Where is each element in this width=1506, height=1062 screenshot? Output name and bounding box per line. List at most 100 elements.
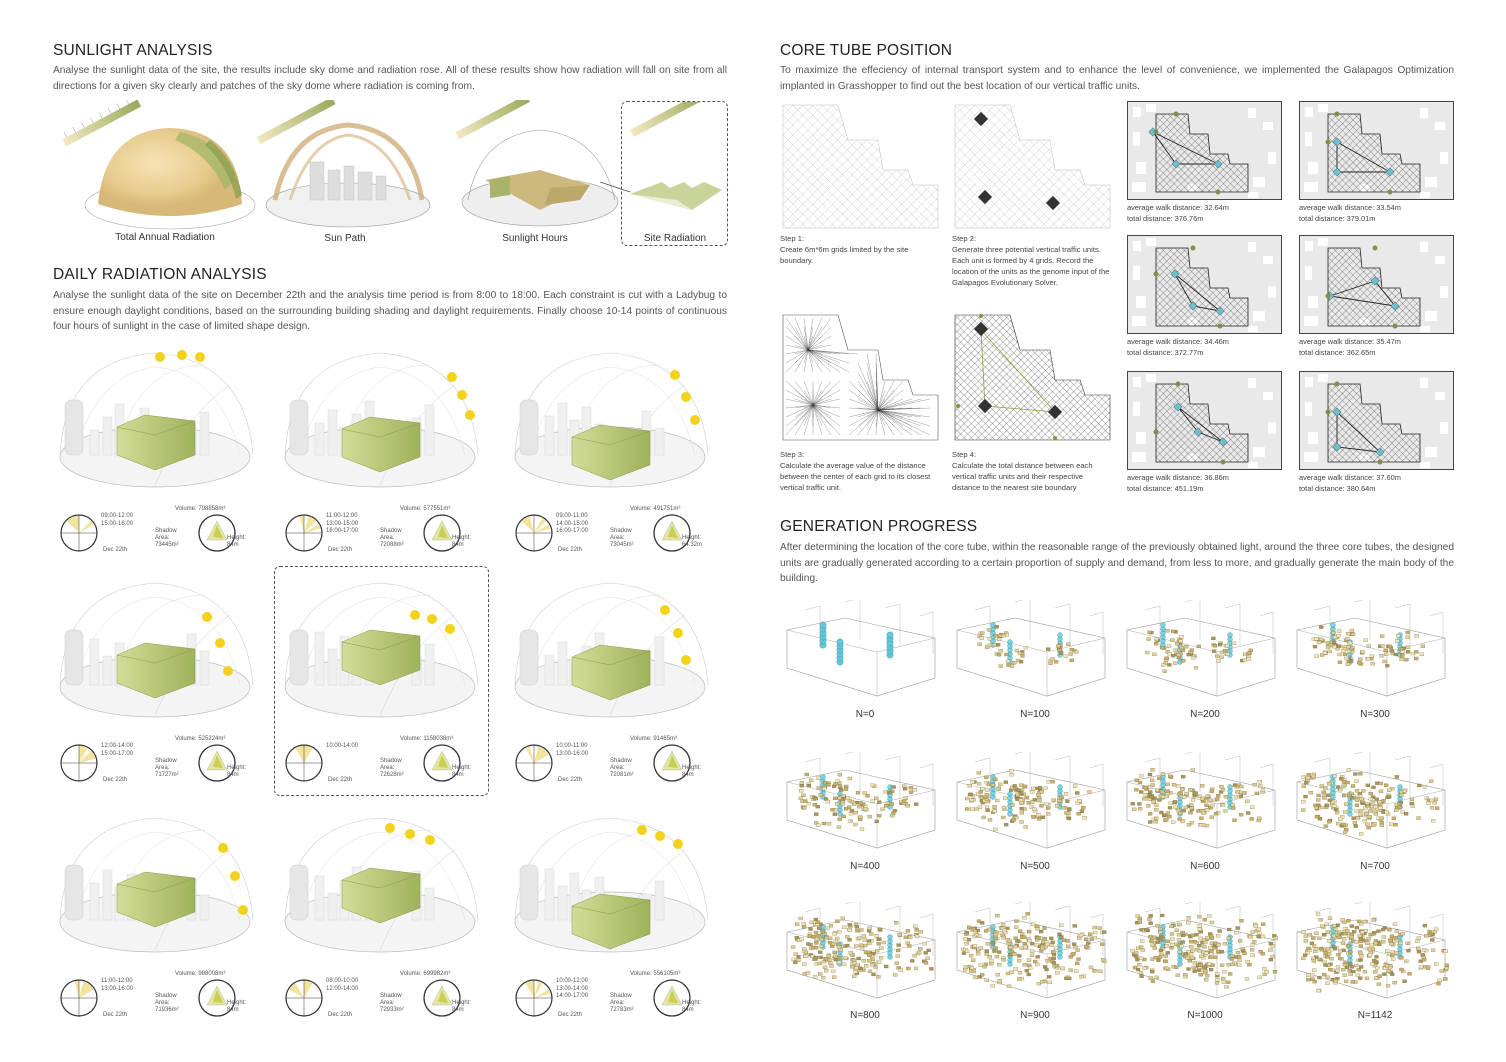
height-value: Height:84m: [227, 765, 247, 778]
sun-time-ranges: 10:00-14:00: [326, 743, 358, 751]
sun-hours-clock: [514, 743, 554, 783]
generation-count-label: N=1142: [1357, 1010, 1393, 1021]
height-value: Height:84m: [452, 765, 472, 778]
date-label: Dec 22th: [103, 547, 128, 553]
core-layout-option: [1299, 101, 1454, 200]
caption-sun-path: Sun Path: [324, 233, 366, 244]
generation-count-label: N=500: [1020, 861, 1050, 872]
generation-model: [1125, 752, 1285, 852]
caption-total-annual-radiation: Total Annual Radiation: [115, 232, 215, 243]
core-text: To maximize the effeciency of internal t…: [780, 65, 1454, 92]
time-range: 11:00-12:00: [101, 978, 133, 984]
time-range: 13:00-16:00: [101, 985, 134, 992]
core-title: CORE TUBE POSITION: [780, 42, 953, 59]
step1-text: Step 1: Create 6m*6m grids limited by th…: [780, 234, 909, 265]
site-radiation-frame: [621, 101, 728, 246]
generation-model: [955, 752, 1115, 852]
site-radiation-connector: [600, 181, 631, 193]
generation-text: After determining the location of the co…: [780, 542, 1454, 584]
generation-model: [1125, 600, 1285, 700]
radar-chart: [652, 978, 692, 1018]
volume-value: Volume: 699982m³: [400, 971, 451, 977]
sun-hours-clock: [514, 513, 554, 553]
sun-hours-clock: [284, 743, 324, 783]
volume-value: Volume: 491751m³: [630, 506, 681, 512]
height-value: Height:84m: [452, 535, 472, 548]
time-range: 10:00-14:00: [326, 743, 359, 749]
generation-model: [1125, 902, 1285, 1002]
caption-sunlight-hours: Sunlight Hours: [502, 233, 568, 244]
generation-count-label: N=100: [1020, 709, 1050, 720]
radar-chart: [422, 743, 462, 783]
sunlight-hours-diagram: [450, 100, 620, 235]
time-range: 12:00-14:00: [326, 985, 359, 992]
generation-model: [1295, 600, 1455, 700]
step3-distance-diagram: [778, 310, 943, 445]
volume-value: Volume: 91465m³: [630, 736, 678, 742]
step2-text: Step 2: Generate three potential vertica…: [952, 234, 1110, 287]
core-layout-option: [1299, 235, 1454, 334]
height-value: Height:64.32m: [682, 535, 703, 548]
height-value: Height:84m: [452, 1000, 472, 1013]
step3-text: Step 3: Calculate the average value of t…: [780, 450, 931, 492]
sun-hours-clock: [59, 513, 99, 553]
generation-count-label: N=900: [1020, 1010, 1050, 1021]
time-range: 16:00-17:00: [556, 528, 589, 534]
generation-count-label: N=1000: [1187, 1010, 1223, 1021]
generation-count-label: N=300: [1360, 709, 1390, 720]
generation-count-label: N=700: [1360, 861, 1390, 872]
total-annual-radiation-diagram: [60, 100, 260, 235]
radar-chart: [197, 978, 237, 1018]
generation-model: [955, 600, 1115, 700]
generation-count-label: N=200: [1190, 709, 1220, 720]
height-value: Height:84m: [682, 765, 702, 778]
sun-hours-clock: [514, 978, 554, 1018]
time-range: 13:00-14:00: [556, 985, 589, 992]
time-range: 12:00-14:00: [101, 743, 134, 749]
date-label: Dec 22th: [328, 777, 353, 783]
date-label: Dec 22th: [558, 1012, 583, 1018]
date-label: Dec 22th: [328, 1012, 353, 1018]
radar-chart: [652, 513, 692, 553]
date-label: Dec 22th: [328, 547, 353, 553]
generation-model: [1295, 902, 1455, 1002]
date-label: Dec 22th: [558, 547, 583, 553]
generation-model: [785, 902, 945, 1002]
volume-value: Volume: 525224m³: [175, 736, 226, 742]
generation-model: [955, 902, 1115, 1002]
time-range: 08:00-10:00: [326, 978, 359, 984]
sun-path-diagram: [250, 100, 440, 235]
generation-model: [785, 600, 945, 700]
radar-chart: [652, 743, 692, 783]
generation-count-label: N=600: [1190, 861, 1220, 872]
generation-title: GENERATION PROGRESS: [780, 518, 978, 535]
time-range: 14:00-15:00: [556, 520, 589, 527]
step4-total-distance-diagram: [950, 310, 1115, 445]
radar-chart: [197, 743, 237, 783]
step4-text: Step 4: Calculate the total distance bet…: [952, 450, 1093, 492]
time-range: 15:00-16:00: [101, 520, 134, 527]
sun-hours-clock: [59, 743, 99, 783]
sun-hours-clock: [284, 978, 324, 1018]
daily-text: Analyse the sunlight data of the site on…: [53, 290, 727, 332]
generation-count-label: N=400: [850, 861, 880, 872]
